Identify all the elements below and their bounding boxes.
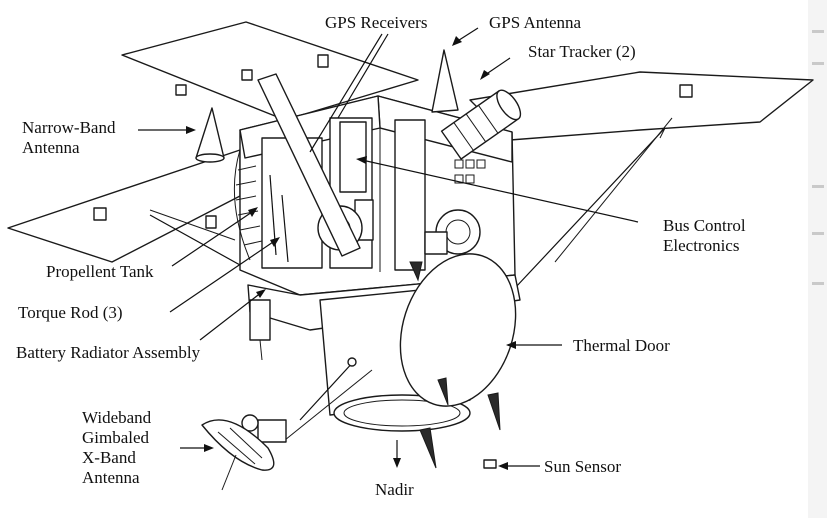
label-gps-antenna: GPS Antenna: [489, 13, 582, 32]
labels: GPS Receivers GPS Antenna Star Tracker (…: [16, 13, 746, 499]
label-torque-rod: Torque Rod (3): [18, 303, 123, 322]
label-star-tracker: Star Tracker (2): [528, 42, 636, 61]
leader-lines: [138, 27, 639, 470]
label-propellent-tank: Propellent Tank: [46, 262, 154, 281]
label-bus-control-line1: Bus Control: [663, 216, 746, 235]
label-narrow-band-line1: Narrow-Band: [22, 118, 116, 137]
label-sun-sensor: Sun Sensor: [544, 457, 621, 476]
label-wideband-line1: Wideband: [82, 408, 152, 427]
gps-antenna-spike: [431, 49, 459, 113]
label-battery-radiator: Battery Radiator Assembly: [16, 343, 201, 362]
label-bus-control-line2: Electronics: [663, 236, 739, 255]
wideband-dish: [201, 419, 275, 471]
label-nadir: Nadir: [375, 480, 414, 499]
label-wideband-line4: Antenna: [82, 468, 140, 487]
label-wideband-line2: Gimbaled: [82, 428, 150, 447]
narrow-band-antenna-cone: [195, 107, 225, 159]
star-tracker: [440, 89, 522, 160]
thermal-door: [399, 253, 517, 407]
label-wideband-line3: X-Band: [82, 448, 136, 467]
label-thermal-door: Thermal Door: [573, 336, 670, 355]
right-solar-panel: [469, 71, 814, 141]
label-narrow-band-line2: Antenna: [22, 138, 80, 157]
background-page-edge: [808, 0, 827, 518]
label-gps-receivers: GPS Receivers: [325, 13, 427, 32]
